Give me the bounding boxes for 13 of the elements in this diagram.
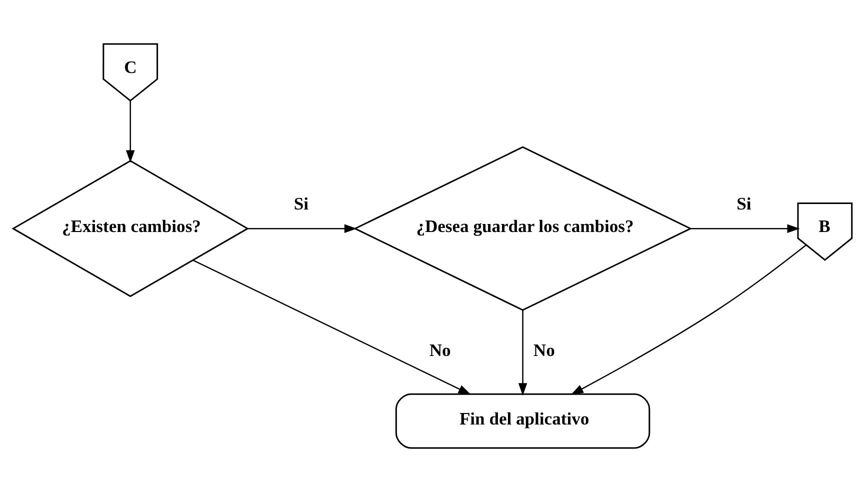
arrow: [570, 244, 806, 394]
edge-label: Si: [736, 192, 752, 213]
edge-label: No: [429, 340, 451, 360]
arrow: [126, 100, 135, 162]
arrow: [248, 224, 357, 232]
edge-label: Si: [294, 192, 309, 213]
arrow: [690, 224, 800, 232]
node-diamond: ¿Existen cambios?: [12, 160, 250, 297]
node-box: Fin del aplicativo: [395, 392, 650, 448]
arrow: [518, 310, 528, 396]
node-diamond: ¿Desea guardar los cambios?: [353, 146, 692, 310]
edge-label: No: [533, 340, 555, 360]
arrow: [192, 259, 471, 394]
